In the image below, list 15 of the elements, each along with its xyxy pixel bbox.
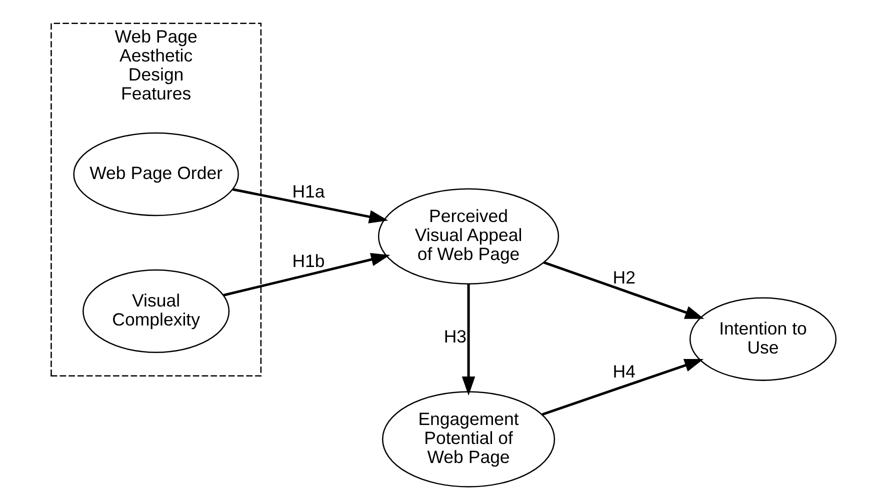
edge-label: H1b (292, 251, 325, 272)
edge-label: H3 (444, 326, 467, 347)
node-ellipse: Perceived Visual Appeal of Web Page (378, 188, 560, 284)
edge-label: H1a (292, 181, 325, 202)
node-ellipse: Visual Complexity (82, 269, 230, 354)
node-ellipse: Engagement Potential of Web Page (382, 391, 556, 488)
arrow (223, 253, 390, 296)
edge-label: H2 (612, 268, 636, 288)
arrow (542, 358, 704, 416)
arrow (232, 188, 388, 224)
node-ellipse: Intention to Use (689, 297, 837, 381)
arrow (543, 261, 704, 319)
edge-label: H4 (612, 361, 636, 382)
arrow (462, 284, 476, 396)
node-ellipse: Web Page Order (73, 132, 239, 216)
